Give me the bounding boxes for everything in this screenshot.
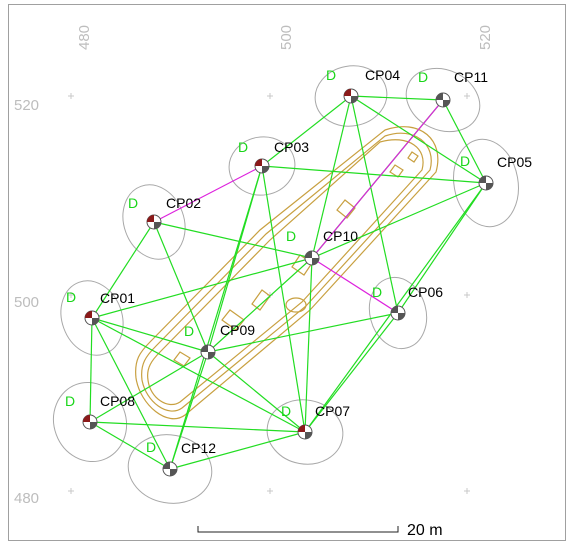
d-flags: D D D D D D D D D D D D	[65, 67, 470, 455]
error-ellipse	[368, 276, 428, 350]
d-flag: D	[326, 67, 336, 83]
error-ellipse	[127, 434, 213, 504]
point-label: CP08	[100, 393, 135, 409]
error-ellipse	[122, 184, 186, 260]
control-point-marker	[254, 158, 270, 174]
d-flag: D	[65, 393, 75, 409]
d-flag: D	[286, 228, 296, 244]
scale-bar-label: 20 m	[407, 522, 443, 539]
point-label: CP03	[274, 139, 309, 155]
y-tick-label: 480	[14, 490, 39, 507]
point-label: CP10	[323, 228, 358, 244]
d-flag: D	[184, 323, 194, 339]
d-flag: D	[66, 289, 76, 305]
d-flag: D	[372, 284, 382, 300]
control-point-marker	[82, 414, 98, 430]
x-tick-label: 520	[477, 25, 494, 50]
d-flag: D	[281, 403, 291, 419]
control-point-marker	[84, 310, 100, 326]
control-point-marker	[390, 305, 406, 321]
y-tick-label: 520	[14, 97, 39, 114]
d-flag: D	[146, 439, 156, 455]
error-ellipse	[405, 67, 481, 133]
d-flag: D	[460, 153, 470, 169]
x-tick-label: 500	[278, 25, 295, 50]
y-tick-label: 500	[14, 294, 39, 311]
scale-bar: 20 m	[197, 522, 443, 539]
point-label: CP12	[181, 440, 216, 456]
point-label: CP04	[365, 67, 400, 83]
control-point-marker	[304, 250, 320, 266]
point-label: CP06	[408, 284, 443, 300]
plot-frame	[8, 4, 566, 541]
control-point-marker	[146, 214, 162, 230]
control-point-marker	[297, 424, 313, 440]
error-ellipse	[314, 65, 388, 127]
link-lines	[153, 99, 444, 314]
d-flag: D	[128, 195, 138, 211]
control-point-marker	[478, 175, 494, 191]
x-tick-label: 480	[76, 25, 93, 50]
point-labels: CP01 CP02 CP03 CP04 CP05 CP06 CP07 CP08 …	[100, 67, 532, 456]
control-point-marker	[200, 344, 216, 360]
control-point-marker	[162, 461, 178, 477]
point-label: CP11	[454, 69, 488, 85]
point-label: CP07	[315, 403, 350, 419]
point-label: CP01	[100, 290, 135, 306]
control-point-marker	[343, 88, 359, 104]
structure-outline	[135, 126, 439, 420]
point-label: CP02	[166, 195, 201, 211]
point-label: CP05	[497, 154, 532, 170]
d-flag: D	[238, 139, 248, 155]
control-point-marker	[435, 92, 451, 108]
error-ellipse	[60, 280, 124, 356]
point-label: CP09	[220, 322, 255, 338]
control-points	[82, 88, 494, 477]
error-ellipse	[266, 399, 344, 465]
error-ellipse	[53, 381, 127, 463]
error-ellipse	[453, 138, 519, 228]
d-flag: D	[418, 69, 428, 85]
